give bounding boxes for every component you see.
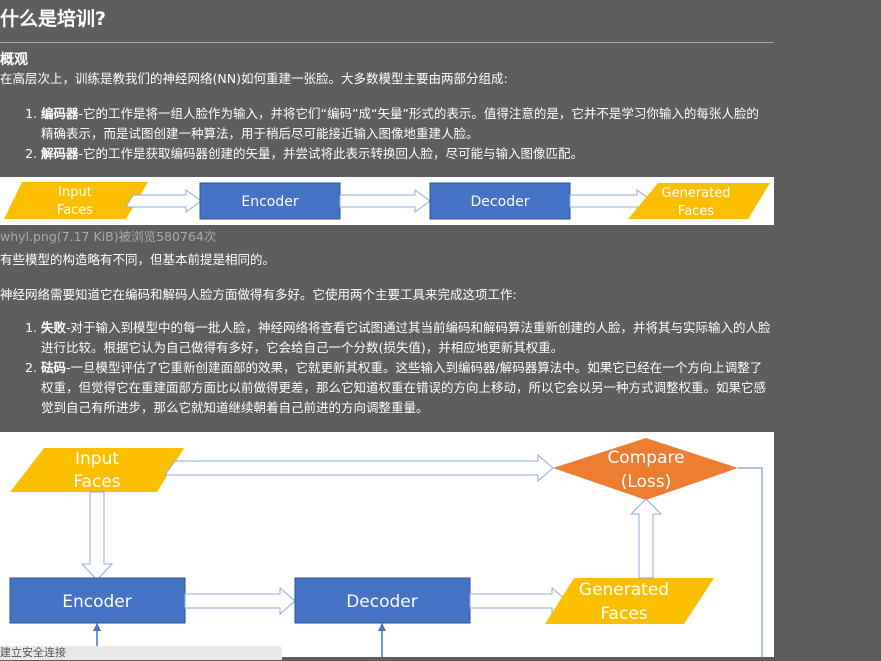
encoder-label: Encoder [241, 194, 298, 210]
input-label-2: Faces [73, 472, 120, 492]
arrowhead [378, 623, 386, 631]
arrow-shape [80, 491, 114, 581]
tools-list: 失败-对于输入到模型中的每一批人脸，神经网络将查看它试图通过其当前编码和解码算法… [0, 318, 771, 418]
list-item: 失败-对于输入到模型中的每一批人脸，神经网络将查看它试图通过其当前编码和解码算法… [41, 318, 771, 358]
output-label-1: Generated [662, 186, 731, 201]
encoder-label: Encoder [62, 592, 132, 612]
compare-loss-shape [553, 438, 738, 500]
term: 编码器 [41, 106, 79, 121]
section-heading-overview: 概观 [0, 52, 28, 68]
generated-faces-shape [545, 578, 714, 624]
arrow-shape [184, 586, 296, 616]
decoder-box [429, 182, 571, 220]
overview-intro: 在高层次上，训练是教我们的神经网络(NN)如何重建一张脸。大多数模型主要由两部分… [0, 71, 508, 86]
arrow-shape [164, 453, 554, 483]
input-label-1: Input [58, 185, 92, 200]
description: -它的工作是将一组人脸作为输入，并将它们“编码”成“矢量”形式的表示。值得注意的… [41, 106, 759, 141]
figure-encoder-decoder[interactable]: Input Faces Encoder Decoder Generated Fa… [0, 177, 774, 225]
paragraph: 神经网络需要知道它在编码和解码人脸方面做得有多好。它使用两个主要工具来完成这项工… [0, 287, 517, 302]
input-faces-shape [4, 182, 148, 219]
arrow-shape [339, 189, 431, 213]
output-label-1: Generated [579, 580, 669, 600]
decoder-label: Decoder [471, 194, 530, 210]
term: 砝码 [41, 360, 67, 375]
term: 解码器 [41, 146, 79, 161]
input-label-2: Faces [57, 203, 93, 218]
arrow-shape [469, 586, 568, 616]
status-toast: 建立安全连接 [0, 646, 282, 660]
output-label-2: Faces [678, 204, 714, 219]
generated-faces-shape [628, 183, 770, 219]
encoder-box [199, 182, 341, 220]
list-item: 砝码-一旦模型评估了它重新创建面部的效果，它就更新其权重。这些输入到编码器/解码… [41, 358, 771, 418]
arrow-shape [629, 498, 663, 579]
figure-training-loop[interactable]: Input Faces Compare (Loss) Encoder Decod… [0, 432, 774, 657]
feedback-line [738, 467, 763, 657]
component-list: 编码器-它的工作是将一组人脸作为输入，并将它们“编码”成“矢量”形式的表示。值得… [0, 104, 771, 164]
decoder-box [294, 577, 471, 624]
encoder-box [9, 577, 186, 624]
arrow-shape [125, 189, 202, 213]
paragraph: 有些模型的构造略有不同，但基本前提是相同的。 [0, 252, 276, 267]
page-title: 什么是培训? [0, 8, 107, 30]
description: -对于输入到模型中的每一批人脸，神经网络将查看它试图通过其当前编码和解码算法重新… [41, 320, 771, 355]
description: -它的工作是获取编码器创建的矢量，并尝试将此表示转换回人脸，尽可能与输入图像匹配… [78, 146, 584, 161]
input-faces-shape [10, 448, 184, 492]
compare-label-2: (Loss) [621, 472, 672, 492]
title-divider [0, 42, 774, 43]
term: 失败 [41, 320, 67, 335]
compare-label-1: Compare [607, 448, 684, 468]
output-label-2: Faces [600, 604, 647, 624]
image-caption: whyl.png(7.17 KiB)被浏览580764次 [0, 229, 217, 244]
list-item: 编码器-它的工作是将一组人脸作为输入，并将它们“编码”成“矢量”形式的表示。值得… [41, 104, 771, 144]
description: -一旦模型评估了它重新创建面部的效果，它就更新其权重。这些输入到编码器/解码器算… [41, 360, 767, 415]
list-item: 解码器-它的工作是获取编码器创建的矢量，并尝试将此表示转换回人脸，尽可能与输入图… [41, 144, 771, 164]
arrowhead [93, 623, 101, 631]
input-label-1: Input [75, 449, 119, 469]
decoder-label: Decoder [346, 592, 418, 612]
